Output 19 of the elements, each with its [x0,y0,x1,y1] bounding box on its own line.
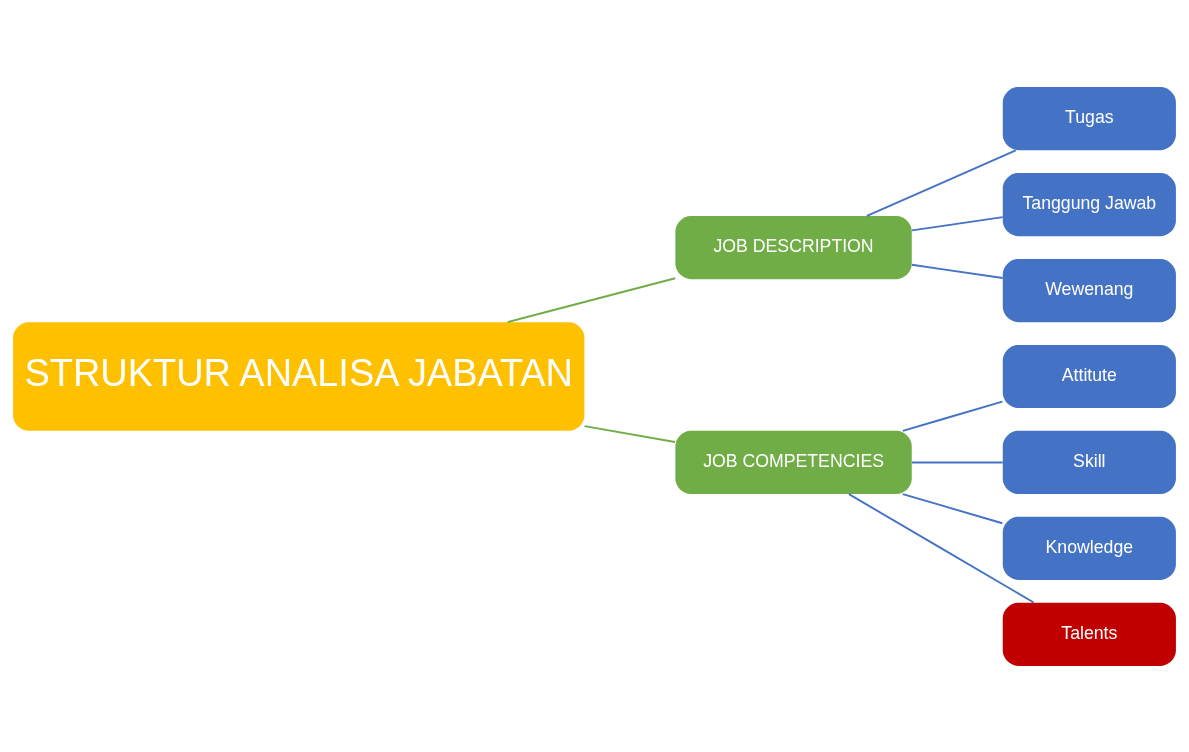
node-box: Tugas [1002,86,1176,150]
node-box: Knowledge [1002,516,1176,580]
node-box: Skill [1002,430,1176,494]
connector [911,263,1004,279]
node-box: JOB COMPETENCIES [675,430,912,494]
connector [583,424,676,443]
connector [911,461,1004,463]
connector [901,400,1004,432]
node-box: Wewenang [1002,258,1176,322]
node-box: Tanggung Jawab [1002,172,1176,236]
node-box: JOB DESCRIPTION [675,215,912,279]
node-box: STRUKTUR ANALISA JABATAN [13,321,585,431]
connector [901,492,1004,524]
connector [506,276,677,323]
connector [848,492,1035,603]
connector [911,215,1004,231]
node-box: Attitute [1002,344,1176,408]
node-box: Talents [1002,602,1176,666]
connector [866,149,1017,217]
